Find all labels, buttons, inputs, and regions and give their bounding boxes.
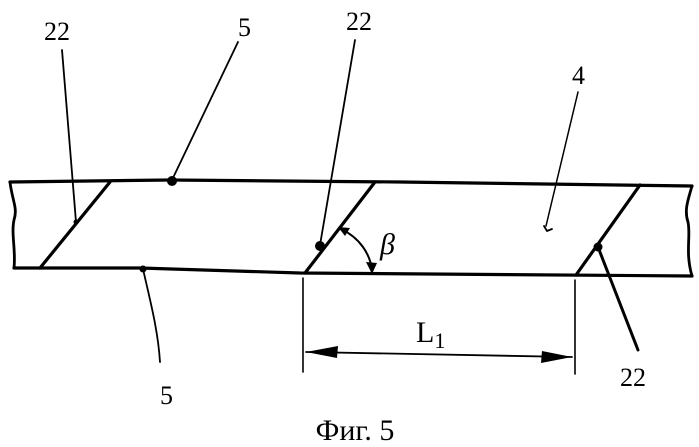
dimension-l1 (303, 278, 575, 374)
strip-right-break-edge (686, 186, 692, 276)
leader-22-right (598, 247, 638, 350)
labels: 22 5 22 4 β L1 5 22 Фиг. 5 (44, 7, 646, 447)
leader-5-bottom (143, 269, 160, 362)
label-l1-subscript: 1 (434, 328, 445, 353)
label-22-left: 22 (44, 17, 70, 46)
dim-arrow-left (306, 346, 338, 358)
leader-5-top (172, 42, 238, 180)
tick-4 (544, 226, 552, 231)
strip-top-edge (10, 180, 692, 186)
strip-left-break-edge (10, 182, 15, 268)
dot-5-top (167, 176, 177, 186)
dot-5-bottom (140, 266, 147, 273)
leader-4 (546, 92, 578, 226)
label-l1-main: L (416, 316, 434, 349)
label-5-top: 5 (238, 13, 251, 42)
seam-right (576, 185, 640, 275)
angle-beta-marker (338, 227, 377, 274)
label-beta: β (379, 228, 395, 261)
figure-caption: Фиг. 5 (316, 414, 395, 447)
label-l1: L1 (416, 316, 445, 353)
strip (10, 180, 692, 276)
label-22-middle: 22 (346, 7, 372, 36)
dim-arrow-right (541, 351, 572, 363)
reference-dots (74, 176, 603, 273)
label-22-right: 22 (620, 363, 646, 392)
label-4: 4 (572, 61, 585, 90)
dot-22-right (594, 243, 603, 252)
seam-left (40, 182, 110, 268)
leader-lines (62, 40, 638, 362)
strip-bottom-edge (14, 268, 692, 276)
label-5-bottom: 5 (160, 381, 173, 410)
dot-22-left (74, 220, 79, 225)
dot-22-middle (315, 241, 325, 251)
leader-22-left (62, 50, 76, 222)
angle-arrowhead-top (338, 227, 350, 236)
